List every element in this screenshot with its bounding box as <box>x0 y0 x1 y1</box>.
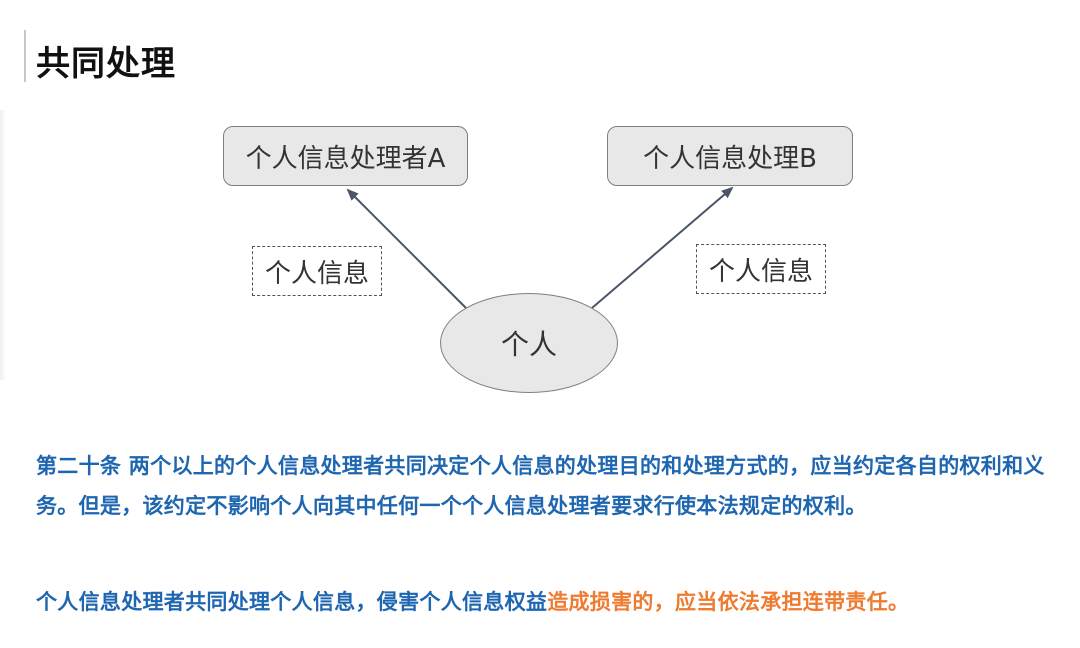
liability-text-blue: 个人信息处理者共同处理个人信息，侵害个人信息权益 <box>36 590 548 614</box>
liability-paragraph: 个人信息处理者共同处理个人信息，侵害个人信息权益造成损害的，应当依法承担连带责任… <box>36 582 1046 622</box>
article-text: 第二十条 两个以上的个人信息处理者共同决定个人信息的处理目的和处理方式的，应当约… <box>36 454 1045 518</box>
info-label-left-text: 个人信息 <box>265 258 370 289</box>
processor-b-box: 个人信息处理B <box>607 126 853 186</box>
left-edge-shade <box>0 110 6 380</box>
article-paragraph: 第二十条 两个以上的个人信息处理者共同决定个人信息的处理目的和处理方式的，应当约… <box>36 446 1046 526</box>
liability-text-orange: 造成损害的，应当依法承担连带责任。 <box>547 590 910 614</box>
processor-a-box: 个人信息处理者A <box>223 126 468 186</box>
title-accent-bar <box>24 30 26 82</box>
arrow-to-processor-a <box>346 188 469 311</box>
info-label-right: 个人信息 <box>696 244 827 294</box>
person-ellipse: 个人 <box>440 293 618 393</box>
processor-b-label: 个人信息处理B <box>643 143 817 174</box>
page-title: 共同处理 <box>36 44 176 84</box>
arrow-to-processor-b <box>591 186 734 309</box>
processor-a-label: 个人信息处理者A <box>245 143 446 174</box>
person-label: 个人 <box>500 328 557 361</box>
info-label-right-text: 个人信息 <box>709 256 814 287</box>
info-label-left: 个人信息 <box>252 246 383 296</box>
